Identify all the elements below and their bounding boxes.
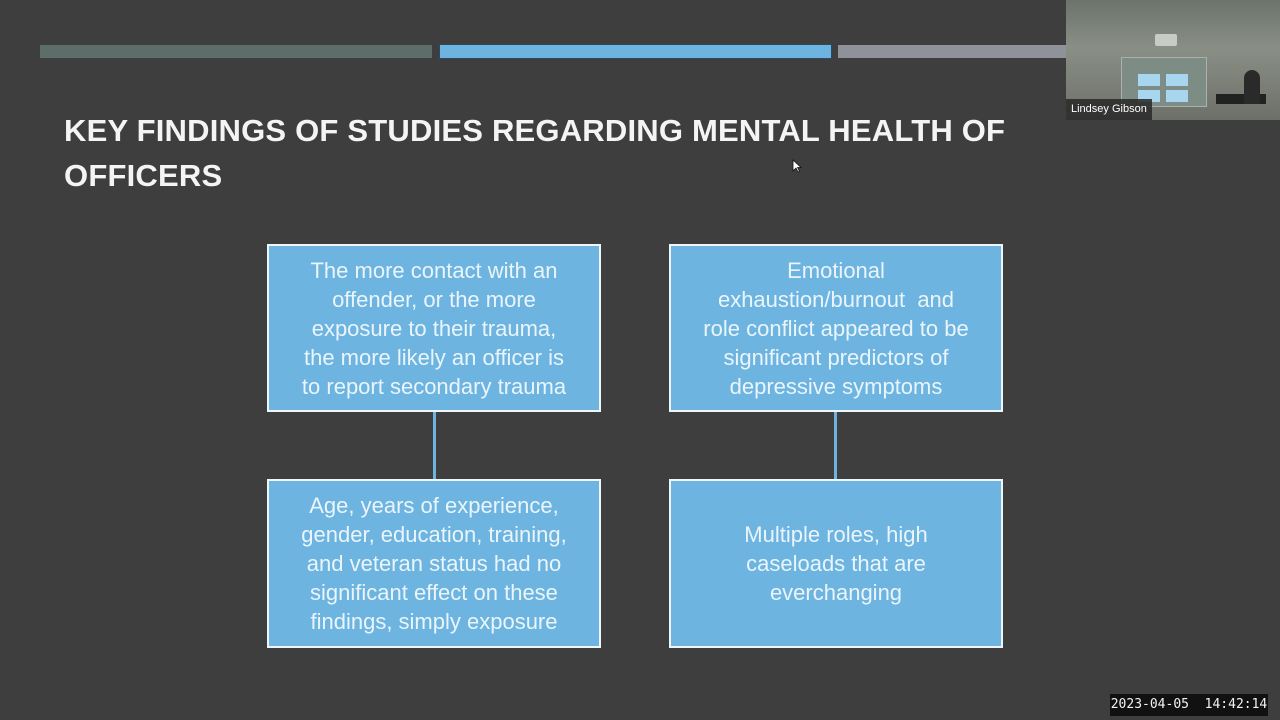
finding-line: exhaustion/burnout and [717,286,955,312]
finding-line: Emotional [787,257,885,283]
mouse-cursor-icon [792,159,802,173]
participant-video-thumbnail[interactable]: Lindsey Gibson [1066,0,1280,120]
participant-name-label: Lindsey Gibson [1066,99,1152,120]
decorative-bar-right [838,45,1078,58]
podium-shape [1216,94,1266,104]
finding-line: gender, education, training, [301,522,567,547]
finding-box-bottom-right: Multiple roles, high caseloads that are … [669,479,1003,648]
finding-box-top-left: The more contact with an offender, or th… [267,244,601,412]
finding-line: everchanging [769,580,903,605]
decorative-bar-left [40,45,432,58]
speaker-silhouette [1244,70,1260,104]
connector-line-right [834,412,837,480]
projected-screen-shape [1121,57,1207,107]
finding-box-top-right: Emotional exhaustion/burnout and role co… [669,244,1003,412]
projector-shape [1155,34,1177,46]
finding-line: to report secondary trauma [301,373,567,399]
finding-line: The more contact with an [310,257,558,283]
finding-box-bottom-left: Age, years of experience, gender, educat… [267,479,601,648]
finding-line: and veteran status had no [306,551,562,576]
recording-timestamp: 2023-04-05 14:42:14 [1110,694,1268,716]
connector-line-left [433,412,436,480]
finding-line: significant effect on these [310,580,558,605]
finding-line: Multiple roles, high [744,522,928,547]
finding-line: depressive symptoms [729,373,943,399]
decorative-bar-middle [440,45,831,58]
finding-line: significant predictors of [723,344,949,370]
finding-line: offender, or the more [332,286,536,312]
finding-line: the more likely an officer is [303,344,565,370]
slide-title: KEY FINDINGS OF STUDIES REGARDING MENTAL… [64,113,1006,193]
finding-line: Age, years of experience, [309,493,559,518]
finding-line: role conflict appeared to be [703,315,969,341]
finding-line: exposure to their trauma, [311,315,557,341]
finding-line: findings, simply exposure [310,609,558,634]
finding-line: caseloads that are [746,551,926,576]
